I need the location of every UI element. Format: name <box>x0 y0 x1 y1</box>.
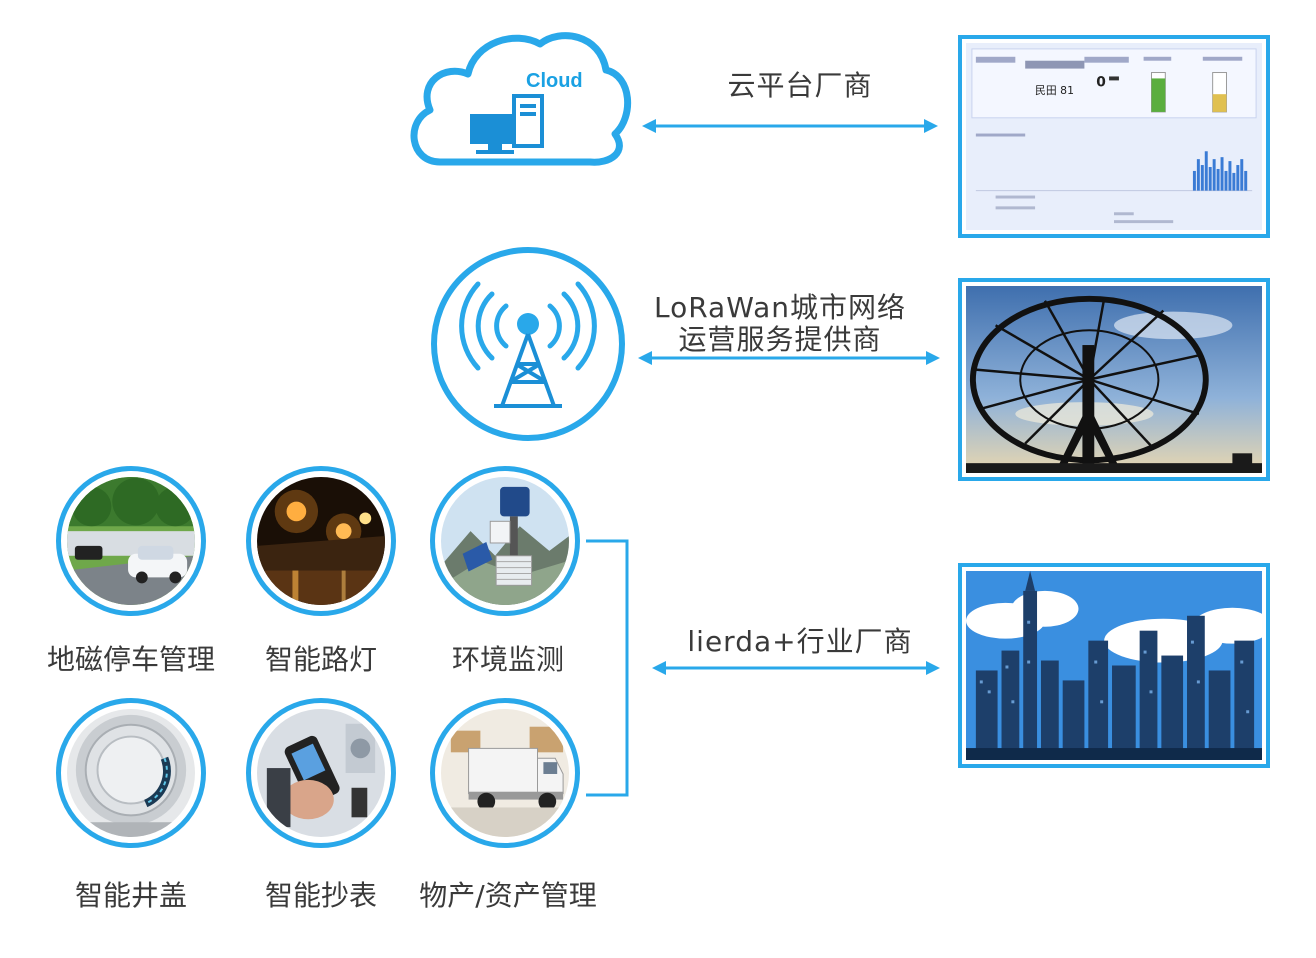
cloud-node <box>400 22 635 170</box>
dashboard-gauge-value: 0 <box>1096 74 1106 90</box>
app-label-parking: 地磁停车管理 <box>46 643 215 676</box>
apps-bracket <box>586 539 629 797</box>
arrow-lorawan <box>638 351 940 365</box>
cloud-icon <box>410 32 632 166</box>
lorawan-operator-label-line1: LoRaWan城市网络 <box>653 291 907 324</box>
app-label-manhole: 智能井盖 <box>74 879 187 912</box>
app-icon-asset-management <box>430 698 580 848</box>
radio-tower-icon <box>431 247 625 441</box>
app-label-asset-management: 物产/资产管理 <box>419 879 597 912</box>
dashboard-screenshot: 民田 81 0 <box>958 35 1270 238</box>
app-icon-manhole <box>56 698 206 848</box>
app-label-environment: 环境监测 <box>451 643 564 676</box>
cloud-vendor-label: 云平台厂商 <box>727 69 873 102</box>
svg-text:民田 81: 民田 81 <box>1035 84 1074 97</box>
lierda-vendor-label: lierda+行业厂商 <box>687 625 913 658</box>
app-icon-parking <box>56 466 206 616</box>
city-skyline-illustration <box>958 563 1270 768</box>
app-icon-streetlight <box>246 466 396 616</box>
lorawan-operator-label-line2: 运营服务提供商 <box>678 323 882 356</box>
lorawan-tower-node <box>430 246 626 442</box>
app-icon-environment <box>430 466 580 616</box>
arrow-lierda <box>652 661 940 675</box>
app-label-streetlight: 智能路灯 <box>264 643 377 676</box>
app-label-meter-reading: 智能抄表 <box>264 879 377 912</box>
satellite-dish-photo <box>958 278 1270 481</box>
cloud-label: Cloud <box>526 70 583 92</box>
app-icon-meter-reading <box>246 698 396 848</box>
arrow-cloud-platform <box>642 119 938 133</box>
